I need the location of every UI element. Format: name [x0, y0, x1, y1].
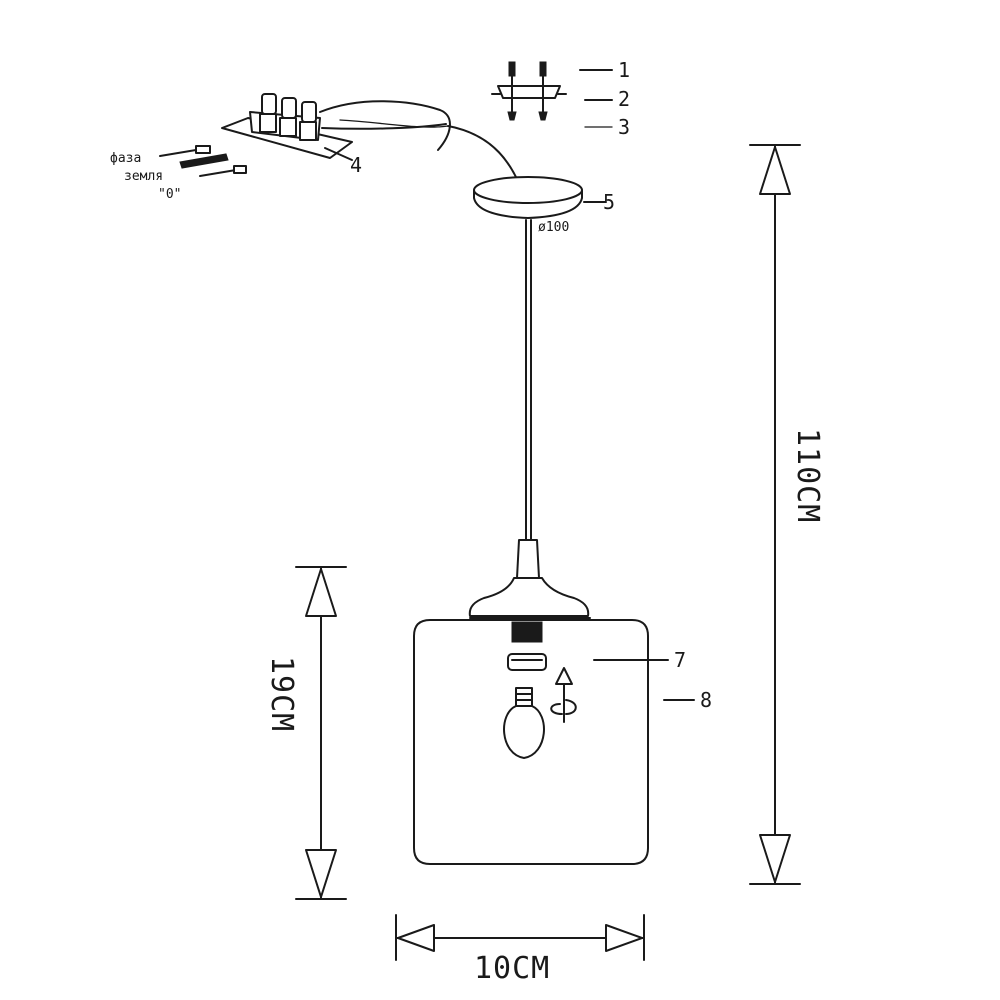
- callout-4: 4: [350, 153, 362, 177]
- shade-height-label: 19CM: [264, 656, 299, 732]
- light-bulb: [503, 705, 545, 759]
- incoming-wires: фаза земля "0": [110, 145, 247, 202]
- callout-8: 8: [700, 688, 712, 712]
- mounting-hardware: 1 2 3: [491, 58, 630, 139]
- screw-top-left: [508, 61, 516, 77]
- callout-5: 5: [603, 190, 615, 214]
- phase-label: фаза: [110, 151, 141, 166]
- neutral-label: "0": [158, 187, 181, 202]
- canopy-diameter: ø100: [538, 220, 569, 235]
- socket: [511, 621, 543, 643]
- glass-shade: [413, 619, 649, 865]
- bulb-assembly: 7 8: [503, 621, 712, 759]
- nut-right: [538, 111, 548, 121]
- shade-width-label: 10CM: [474, 951, 550, 986]
- earth-label: земля: [124, 169, 163, 184]
- mounting-bracket: [497, 85, 561, 99]
- dimension-shade-width: 10CM: [395, 914, 645, 986]
- total-height-label: 110CM: [790, 428, 825, 523]
- dimension-total-height: 110CM: [749, 144, 825, 885]
- callout-7: 7: [674, 648, 686, 672]
- nut-left: [507, 111, 517, 121]
- dimension-shade-height: 19CM: [264, 566, 347, 900]
- callout-3: 3: [618, 115, 630, 139]
- socket-ring: [507, 653, 547, 671]
- earth-wire: [179, 153, 229, 169]
- terminal-block: 4: [221, 93, 529, 211]
- canopy: 5 ø100: [473, 176, 615, 235]
- callout-2: 2: [618, 87, 630, 111]
- callout-1: 1: [618, 58, 630, 82]
- lamp-holder: [468, 539, 591, 619]
- screw-top-right: [539, 61, 547, 77]
- terminal-screws: [259, 93, 317, 141]
- bulb-base: [515, 687, 533, 707]
